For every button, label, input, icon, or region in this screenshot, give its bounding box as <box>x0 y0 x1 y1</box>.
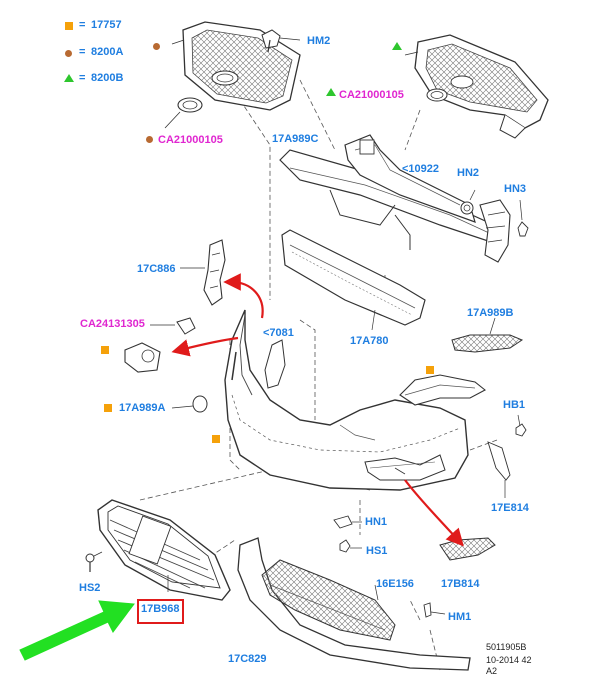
orange-square-icon <box>426 366 434 374</box>
label-hs1: HS1 <box>366 545 388 557</box>
orange-square-icon <box>104 404 112 412</box>
brown-dot-icon <box>153 43 160 50</box>
label-17c886: 17C886 <box>137 263 176 275</box>
legend-code-2: 8200A <box>91 46 124 58</box>
orange-square-icon <box>212 435 220 443</box>
upper-grille-left <box>171 21 301 111</box>
label-hm2: HM2 <box>307 35 331 47</box>
fog-lamp-left <box>124 342 161 373</box>
side-bracket-right <box>460 189 529 263</box>
legend-sep-2: = <box>79 46 86 58</box>
legend-sep-1: = <box>79 19 86 31</box>
orange-square-icon <box>65 22 73 30</box>
legend-code-3: 8200B <box>91 72 124 84</box>
green-pointer-arrow <box>19 600 135 661</box>
green-triangle-icon <box>326 88 336 96</box>
bumper-cover <box>224 309 469 491</box>
label-17a989c: 17A989C <box>272 133 319 145</box>
label-17b968: 17B968 <box>141 603 180 615</box>
fastener-hn1 <box>333 515 362 529</box>
emblem-right <box>426 88 448 102</box>
cap-17a989a <box>171 395 208 413</box>
label-17a989a: 17A989A <box>119 402 166 414</box>
green-triangle-icon <box>392 42 402 50</box>
reference-sheet: A2 <box>486 666 498 676</box>
upper-grille-right <box>404 34 549 139</box>
green-triangle-icon <box>64 74 74 82</box>
bracket-17c886 <box>180 239 226 306</box>
label-hm1: HM1 <box>448 611 472 623</box>
highlight-box <box>137 599 184 624</box>
molding-7081 <box>264 339 286 389</box>
label-17a780: 17A780 <box>350 335 389 347</box>
energy-absorber <box>281 229 426 331</box>
legend-sep-3: = <box>79 72 86 84</box>
brown-dot-icon <box>146 136 153 143</box>
label-hn3: HN3 <box>504 183 527 195</box>
red-arrows <box>171 273 464 547</box>
screw-hs2 <box>85 551 103 572</box>
label-ca21000105-left: CA21000105 <box>158 134 223 146</box>
orange-square-icon <box>101 346 109 354</box>
label-17c829: 17C829 <box>228 653 267 665</box>
label-hb1: HB1 <box>503 399 526 411</box>
strip-17e814 <box>487 441 511 498</box>
bezel-17b814 <box>439 537 496 561</box>
label-hn2: HN2 <box>457 167 480 179</box>
label-10922: <10922 <box>402 163 440 175</box>
label-17a989b: 17A989B <box>467 307 514 319</box>
reference-code: 5011905B <box>486 642 527 652</box>
reference-date: 10-2014 42 <box>486 655 532 665</box>
label-ca24131305: CA24131305 <box>80 318 145 330</box>
bezel-17a989b <box>451 317 524 353</box>
bolt-hb1 <box>515 414 527 437</box>
label-ca21000105-top: CA21000105 <box>339 89 404 101</box>
emblem-left <box>164 97 203 129</box>
label-7081: <7081 <box>263 327 294 339</box>
hm2-clip <box>261 29 301 53</box>
label-17e814: 17E814 <box>491 502 529 514</box>
side-bracket-mid <box>399 374 486 406</box>
brown-dot-icon <box>65 50 72 57</box>
legend-code-1: 17757 <box>91 19 122 31</box>
clip-ca24131305 <box>150 317 196 335</box>
lower-grille-17b968 <box>97 499 231 601</box>
impact-bar <box>344 134 476 223</box>
label-17b814: 17B814 <box>441 578 480 590</box>
fastener-hs1 <box>339 539 362 553</box>
pin-hm1 <box>423 602 446 618</box>
label-hs2: HS2 <box>79 582 101 594</box>
label-16e156: 16E156 <box>376 578 414 590</box>
label-hn1: HN1 <box>365 516 388 528</box>
lower-spoiler-17c829 <box>237 537 471 671</box>
